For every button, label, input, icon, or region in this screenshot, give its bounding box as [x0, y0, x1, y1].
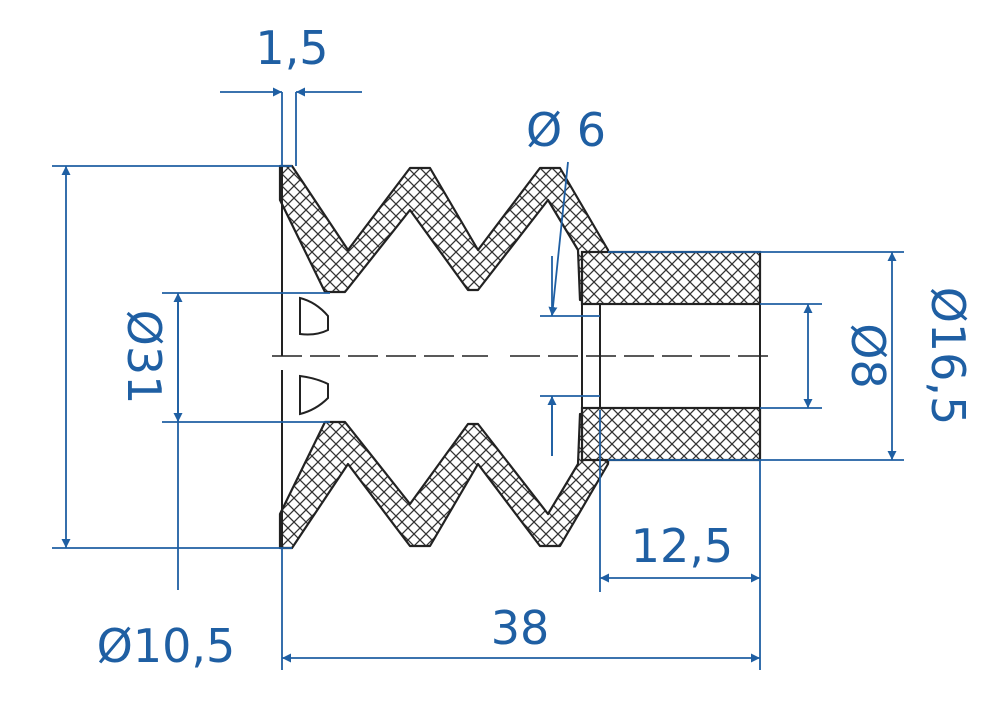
dim-overall-length — [281, 548, 761, 670]
dim-bore-diameter — [540, 161, 600, 456]
dim-inner-diameter — [760, 303, 822, 409]
label-outer-diameter: Ø31 — [117, 310, 171, 405]
label-neck-length: 12,5 — [631, 519, 733, 573]
label-bore-diameter: Ø 6 — [526, 103, 606, 157]
neck-lower-wall — [580, 406, 762, 462]
flange-lip — [281, 166, 329, 548]
bellows-lower-wall — [278, 412, 612, 550]
label-inner-diameter: Ø8 — [841, 323, 895, 388]
label-overall-length: 38 — [491, 601, 550, 655]
dim-neck-diameter — [608, 251, 904, 461]
label-flange-thickness: 1,5 — [255, 21, 328, 75]
neck-upper-wall — [580, 250, 762, 306]
label-mouth-diameter: Ø10,5 — [97, 619, 236, 673]
label-neck-diameter: Ø16,5 — [921, 287, 975, 426]
dim-mouth-diameter — [162, 292, 330, 590]
dim-outer-diameter — [52, 165, 292, 549]
dim-flange-thickness — [220, 87, 362, 166]
dim-neck-length — [599, 410, 761, 592]
